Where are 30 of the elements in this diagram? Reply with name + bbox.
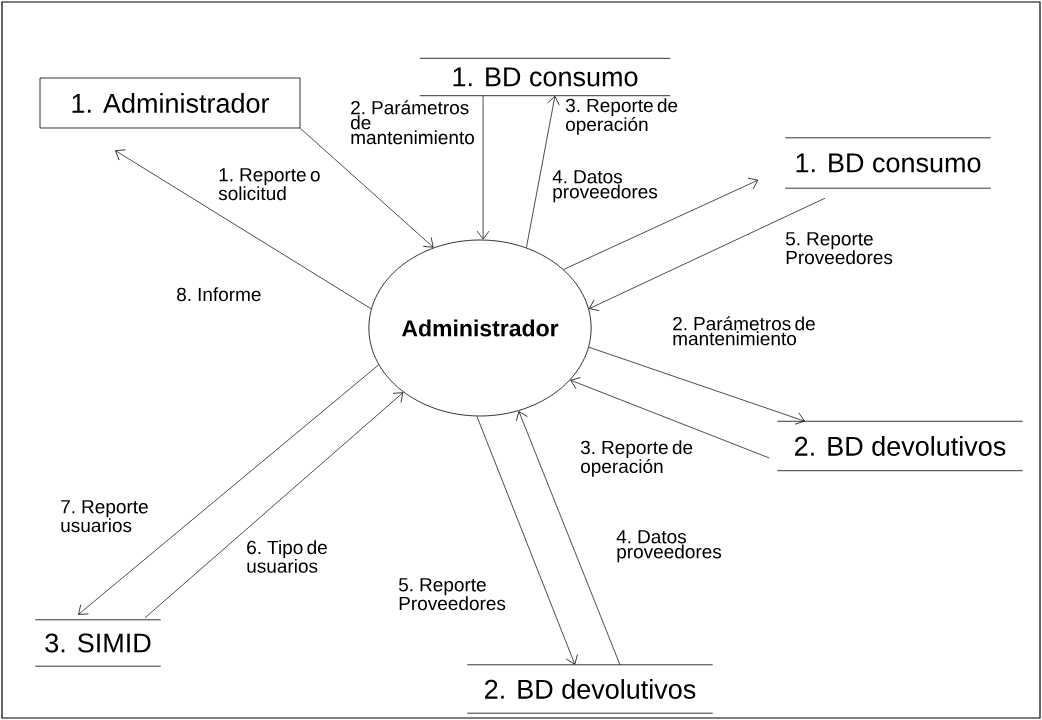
edge-label: 6. Tipo de usuarios [247, 540, 327, 573]
edge-label: 2. Parámetros de mantenimiento [351, 100, 474, 145]
arrow [588, 346, 805, 425]
data-store: 1. BD consumo [419, 57, 671, 97]
arrow [589, 197, 826, 311]
data-store: 2. BD devolutivos [776, 420, 1024, 472]
arrow [300, 128, 434, 248]
arrow [476, 416, 578, 665]
edge-label: 4. Datos proveedores [616, 530, 722, 563]
arrow [78, 364, 379, 615]
arrow [144, 392, 404, 619]
arrow [563, 177, 759, 270]
data-store: 2. BD devolutivos [466, 664, 714, 714]
edge-label: 3. Reporte de operación [565, 98, 678, 135]
arrow [115, 149, 372, 310]
edge-label: 7. Reporte usuarios [61, 500, 148, 533]
arrow [515, 411, 621, 666]
edge-label: 3. Reporte de operación [580, 440, 693, 477]
arrow [526, 95, 560, 248]
data-store: 3. SIMID [34, 619, 162, 667]
entity-box: 1. Administrador [39, 77, 301, 129]
data-store: 1. BD consumo [784, 137, 992, 189]
edge-label: 1. Reporte o solicitud [218, 168, 320, 201]
edge-label: 4. Datos proveedores [552, 170, 658, 203]
edge-label: 5. Reporte Proveedores [785, 232, 893, 265]
arrow [476, 95, 490, 240]
edge-label: 5. Reporte Proveedores [398, 578, 506, 611]
edge-label: 8. Informe [177, 287, 261, 302]
edge-label: 2. Parámetros de mantenimiento [673, 316, 815, 346]
arrow [570, 377, 770, 459]
